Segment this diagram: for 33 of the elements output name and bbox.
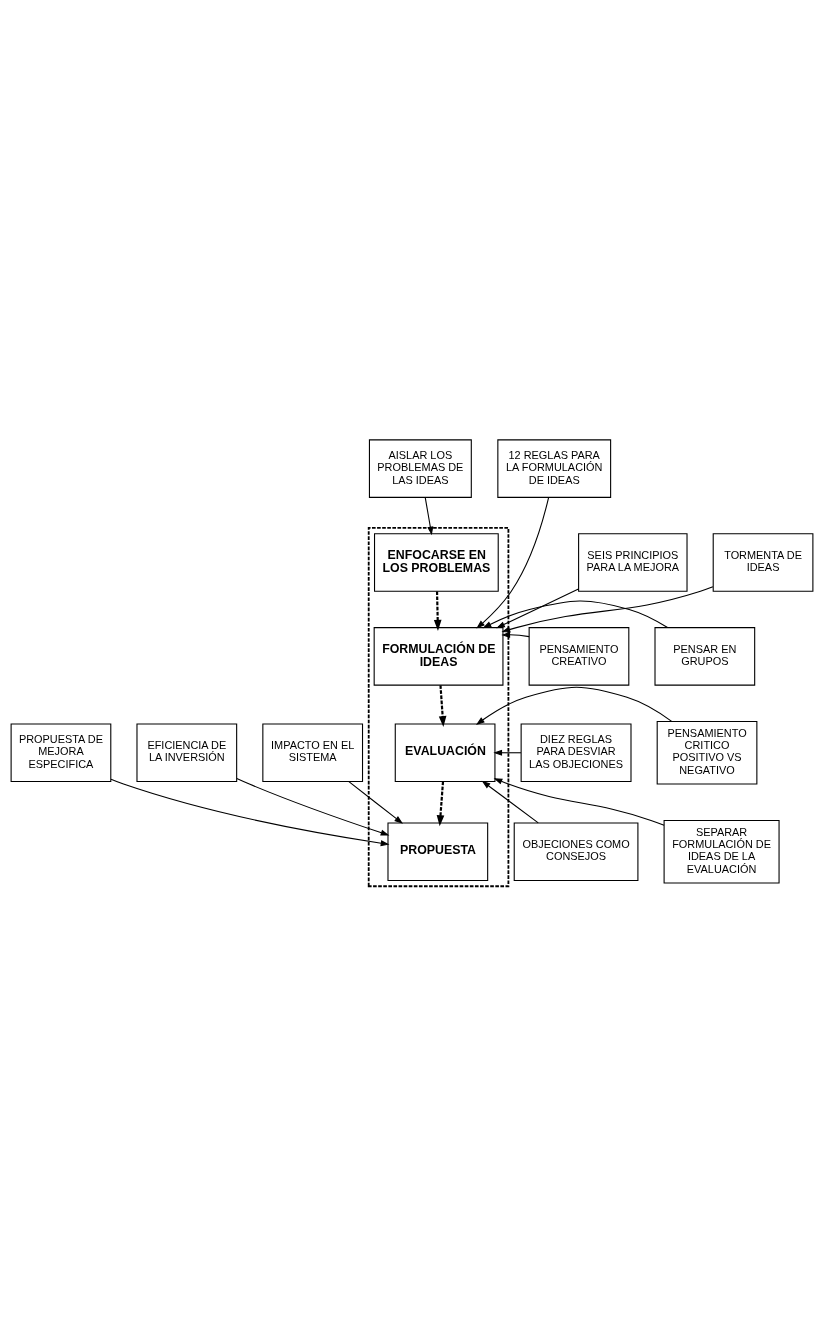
node-box: 12 REGLAS PARA LA FORMULACIÓN DE IDEAS [497,438,612,498]
arrow [475,686,673,725]
arrow [493,749,522,756]
arrow [438,684,447,727]
arrow [493,777,665,826]
arrow [348,780,403,824]
node-box: TORMENTA DE IDEAS [712,532,814,592]
node-box: SEIS PRINCIPIOS PARA LA MEJORA [578,532,688,592]
node-box: ENFOCARSE EN LOS PROBLEMAS [374,532,499,592]
node-box: FORMULACIÓN DE IDEAS [373,626,504,686]
arrow [236,777,390,836]
node-box: SEPARAR FORMULACIÓN DE IDEAS DE LA EVALUACIÓN [663,819,780,884]
node-box: PROPUESTA DE MEJORA ESPECIFICA [10,722,112,782]
node-box: EVALUACIÓN [394,722,496,782]
node-box: PROPUESTA [387,821,489,881]
node-box: IMPACTO EN EL SISTEMA [262,722,364,782]
node-box: PENSAMIENTO CRITICO POSITIVO VS NEGATIVO [656,720,758,785]
node-box: DIEZ REGLAS PARA DESVIAR LAS OBJECIONES [520,722,632,782]
node-box: OBJECIONES COMO CONSEJOS [513,821,639,881]
node-box: AISLAR LOS PROBLEMAS DE LAS IDEAS [368,438,472,498]
arrow [110,778,390,846]
arrow [482,599,669,628]
arrow [501,631,530,638]
arrow [481,780,539,823]
arrow [433,590,442,631]
arrow [496,588,579,628]
node-box: PENSAMIENTO CREATIVO [528,626,630,686]
node-box: EFICIENCIA DE LA INVERSIÓN [136,722,238,782]
arrow [476,496,550,629]
arrow [501,585,714,632]
node-box: PENSAR EN GRUPOS [654,626,756,686]
arrow [436,781,445,826]
arrow [424,496,434,535]
